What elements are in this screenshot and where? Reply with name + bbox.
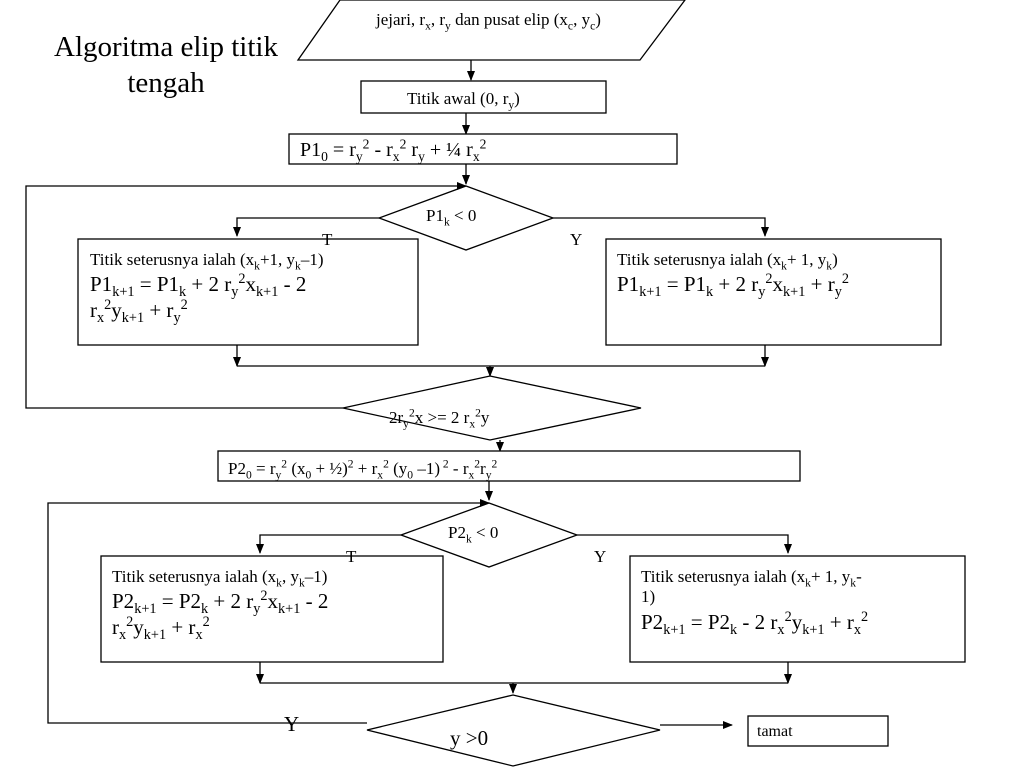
box2-left-line1: Titik seterusnya ialah (xk, yk–1) <box>112 567 328 590</box>
start-point-text: Titik awal (0, ry) <box>407 89 520 112</box>
box2-right-line2: P2k+1 = P2k - 2 rx2yk+1 + rx2 <box>641 608 869 638</box>
box1-right-text: Titik seterusnya ialah (xk+ 1, yk) P1k+1… <box>617 250 937 301</box>
box2-right <box>629 555 966 663</box>
decision-y-diamond <box>366 694 661 767</box>
box2-right-line1b: 1) <box>641 587 656 607</box>
end-box <box>747 715 889 747</box>
end-text: tamat <box>757 723 793 740</box>
decision-y-text: y >0 <box>450 726 489 750</box>
p1-init-text: P10 = ry2 - rx2 ry + ¼ rx2 <box>300 136 487 164</box>
box1-left <box>77 238 419 346</box>
p2-init-box <box>217 450 801 482</box>
loop-back-2 <box>47 499 490 724</box>
box1-left-line2: P1k+1 = P1k + 2 ry2xk+1 - 2 <box>90 271 307 301</box>
box1-left-line1: Titik seterusnya ialah (xk+1, yk–1) <box>90 250 324 273</box>
label-yes-1: Y <box>570 230 583 249</box>
loop-back-1 <box>25 182 467 409</box>
label-yes-2: Y <box>594 547 607 566</box>
box2-right-line1: Titik seterusnya ialah (xk+ 1, yk- <box>641 567 862 590</box>
box1-left-text: Titik seterusnya ialah (xk+1, yk–1) P1k+… <box>90 250 415 326</box>
box2-left-line2: P2k+1 = P2k + 2 ry2xk+1 - 2 <box>112 588 329 618</box>
box2-left-text: Titik seterusnya ialah (xk, yk–1) P2k+1 … <box>112 567 440 643</box>
label-true-2: T <box>346 547 357 566</box>
diagram-title: Algoritma elip titik tengah <box>54 31 278 99</box>
branch-dec3-true <box>256 534 401 554</box>
label-yes-3: Y <box>284 712 300 736</box>
decision-p2k-diamond <box>399 502 579 568</box>
decision-region-text: 2ry2x >= 2 rx2y <box>389 406 490 431</box>
decision-region-diamond <box>342 375 642 441</box>
box2-right-text: Titik seterusnya ialah (xk+ 1, yk- 1) P2… <box>641 567 961 638</box>
decision-p1k-text: P1k < 0 <box>426 206 477 229</box>
start-point-box <box>360 80 607 114</box>
box1-right-line1: Titik seterusnya ialah (xk+ 1, yk) <box>617 250 838 273</box>
box2-left <box>100 555 444 663</box>
decision-p1k-diamond <box>377 185 555 251</box>
label-true-1: T <box>322 230 333 249</box>
box1-right-line2: P1k+1 = P1k + 2 ry2xk+1 + ry2 <box>617 271 849 301</box>
branch-dec1-yes <box>553 217 769 237</box>
branch-dec3-yes <box>577 534 792 554</box>
input-parallelogram <box>296 0 686 61</box>
branch-dec1-true <box>233 217 379 237</box>
decision-p2k-text: P2k < 0 <box>448 523 499 546</box>
p1-init-box <box>288 133 678 165</box>
box2-left-line3: rx2yk+1 + rx2 <box>112 613 210 643</box>
box1-left-line3: rx2yk+1 + ry2 <box>90 296 188 326</box>
box1-right <box>605 238 942 346</box>
p2-init-text: P20 = ry2 (x0 + ½)2 + rx2 (y0 –1) 2 - rx… <box>228 457 498 482</box>
input-text: jejari, rx, ry dan pusat elip (xc, yc) <box>376 10 601 33</box>
